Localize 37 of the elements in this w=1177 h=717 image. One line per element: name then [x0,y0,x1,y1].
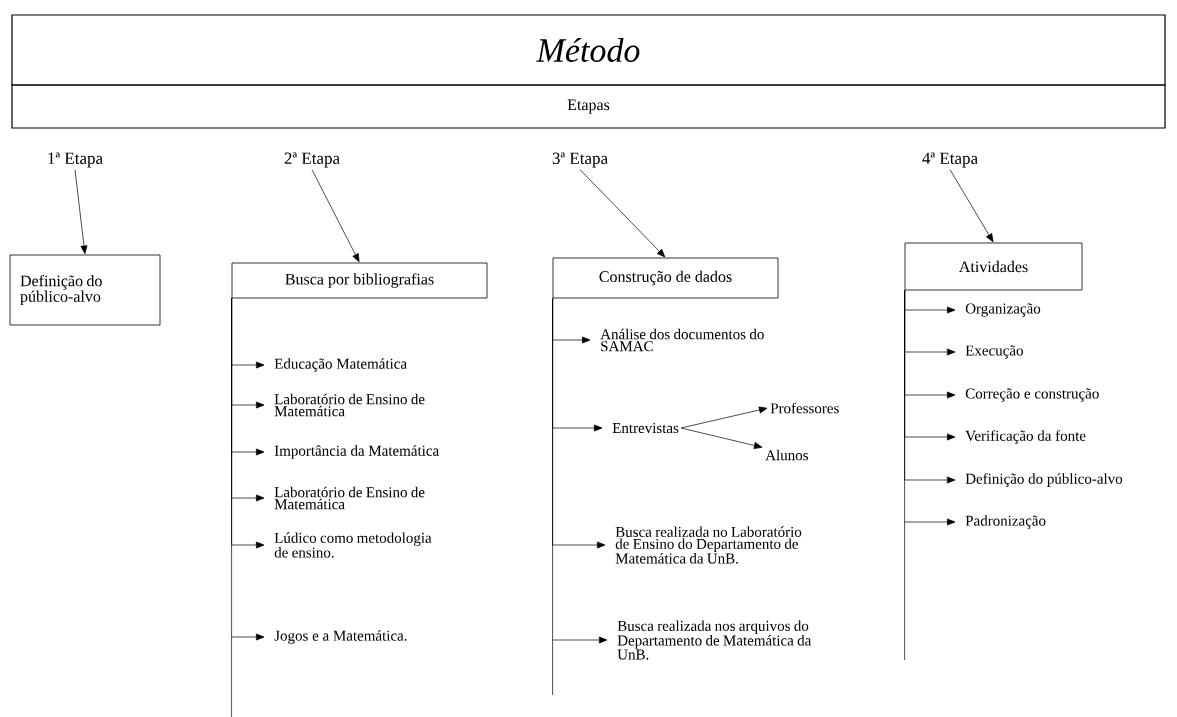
item-label: Busca realizada nos arquivos do Departamento de Matemática da UnB. [617,620,812,660]
item-label: Professores [770,402,839,414]
process-box: Atividades [904,242,1083,291]
item-label: Jogos e a Matemática. [274,630,407,644]
item-label: Execução [965,345,1023,359]
arrow [680,427,763,449]
item-label: Verificação da fonte [965,430,1086,444]
process-box: Busca por bibliografias [231,262,488,299]
header-box: Etapas [11,84,1166,129]
arrow [74,169,88,254]
arrow [680,406,768,429]
item-label: Busca realizada no Laboratório de Ensino do Departamento de Matemática da UnB. [615,526,802,564]
item-label: Análise dos documentos do SAMAC [600,328,764,352]
arrow [904,290,956,526]
process-box: Definição do público-alvo [9,254,161,326]
arrow [552,298,608,644]
stage-label: 2ª Etapa [284,152,340,168]
item-label: Laboratório de Ensino de Matemática [274,486,425,510]
title-box: Método [11,14,1166,86]
arrow [231,298,265,641]
stage-label: 1ª Etapa [48,152,103,168]
arrow [949,169,994,243]
arrow [579,169,666,258]
item-label: Padronização [965,515,1046,529]
item-label: Educação Matemática [274,358,407,372]
item-label: Importância da Matemática [274,445,439,459]
item-label: Lúdico como metodologia de ensino. [274,532,432,558]
arrow [311,169,360,263]
item-label: Laboratório de Ensino de Matemática [274,393,425,417]
item-label: Alunos [765,449,808,461]
stage-label: 3ª Etapa [552,152,608,168]
item-label: Definição do público-alvo [965,473,1123,487]
item-label: Organização [965,303,1041,317]
stage-label: 4ª Etapa [922,152,978,168]
item-label: Correção e construção [965,388,1099,402]
process-box: Construção de dados [552,257,779,299]
item-label: Entrevistas [612,422,679,434]
